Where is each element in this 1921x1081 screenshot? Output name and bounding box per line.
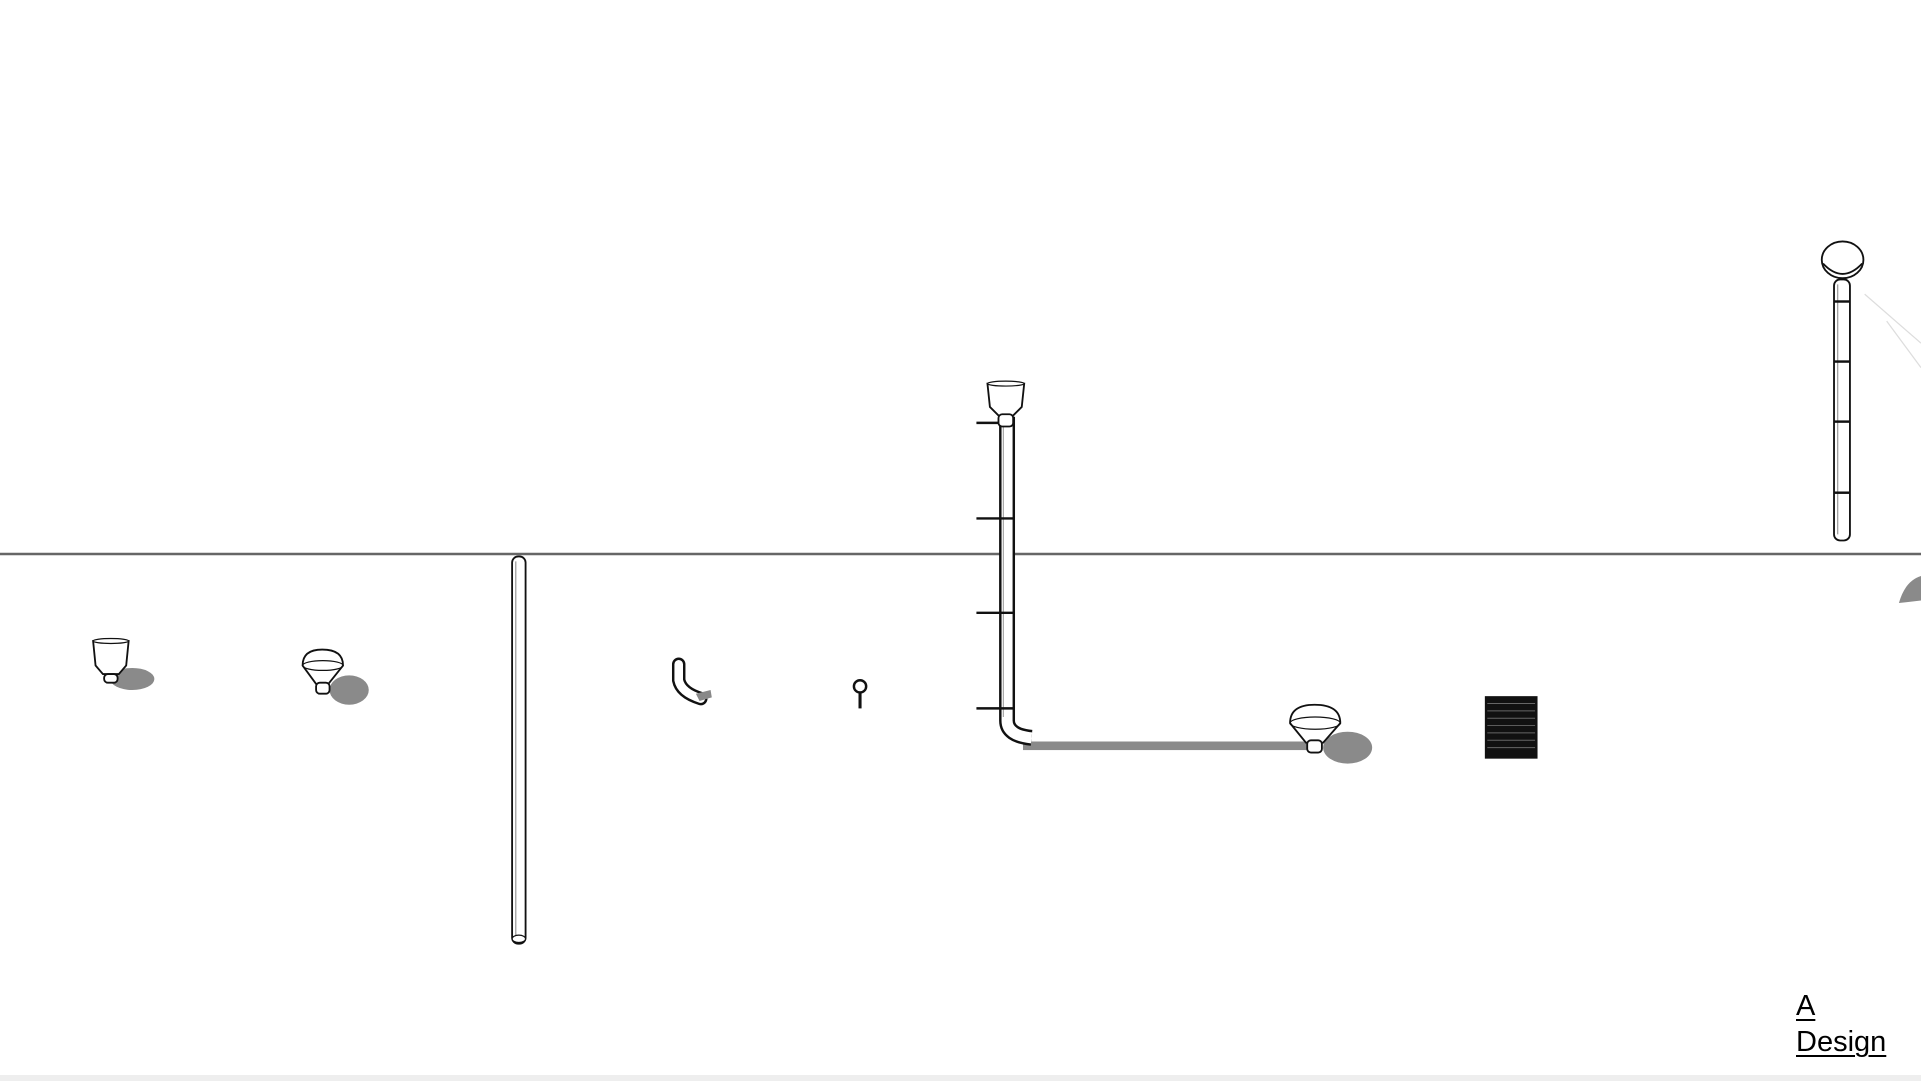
pipe-pin-icon[interactable]	[852, 678, 868, 709]
downpipe-system-icon[interactable]	[976, 380, 1318, 751]
straight-pipe-icon[interactable]	[511, 555, 527, 945]
pipe-bend-icon[interactable]	[671, 657, 712, 706]
tall-downpipe-icon[interactable]	[1820, 240, 1921, 542]
brand-line-1: A	[1796, 990, 1816, 1022]
brand-logo[interactable]: A Design	[1796, 988, 1886, 1060]
round-hopper-icon[interactable]	[301, 648, 369, 705]
funnel-hopper-icon[interactable]	[92, 637, 155, 691]
partial-product-icon	[1898, 576, 1921, 604]
grate-icon[interactable]	[1484, 696, 1538, 759]
bottom-band	[0, 1075, 1921, 1081]
brand-line-2: Design	[1796, 1026, 1887, 1058]
round-hopper-icon[interactable]	[1289, 703, 1373, 764]
